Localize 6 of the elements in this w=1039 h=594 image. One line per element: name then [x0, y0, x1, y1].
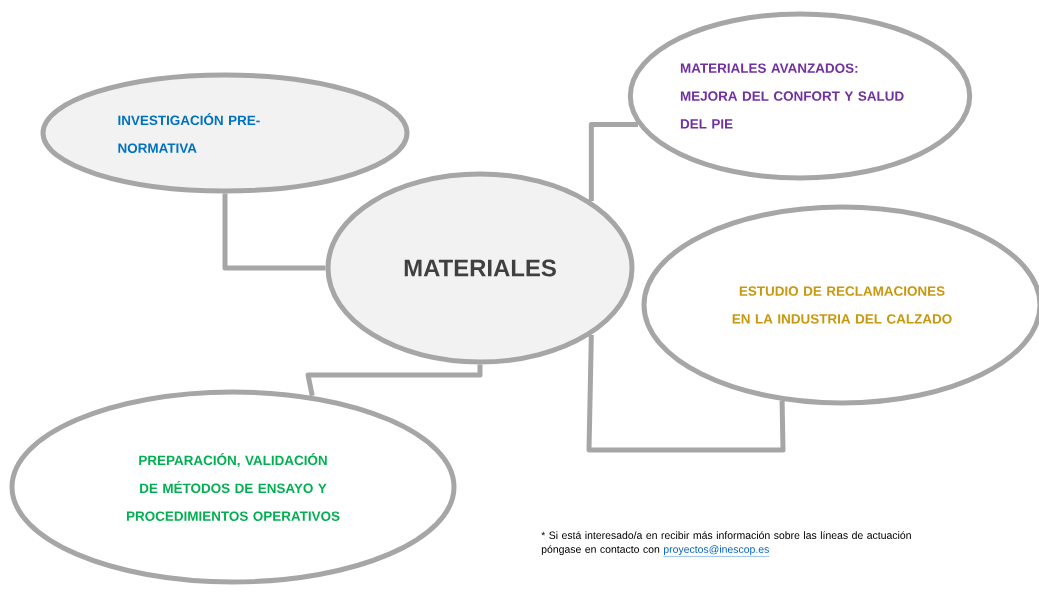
connector-line: [586, 334, 786, 453]
connector-line: [588, 122, 638, 202]
email-link: proyectos@inescop.es: [663, 545, 770, 557]
footnote-text: * Si está interesado/a en recibir más información sobre las líneas de actuación póngase en contacto con proyectos@inescop.es: [541, 531, 911, 557]
connector-line: [305, 364, 483, 397]
connector-line: [222, 193, 326, 271]
